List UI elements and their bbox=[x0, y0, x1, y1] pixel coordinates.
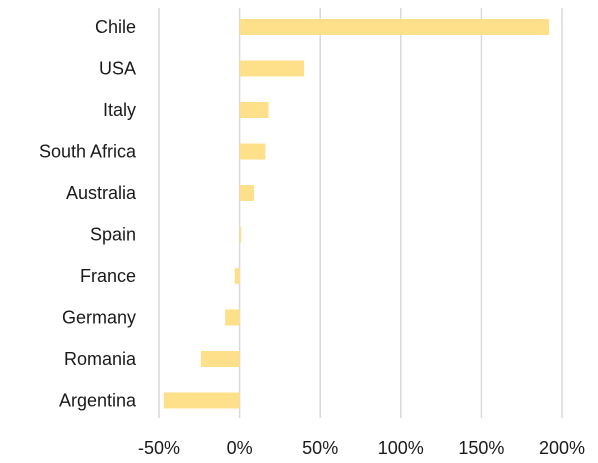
category-label-south-africa: South Africa bbox=[39, 142, 137, 162]
bar-south-africa bbox=[239, 143, 266, 160]
category-label-romania: Romania bbox=[64, 349, 137, 369]
bar-spain bbox=[239, 226, 242, 243]
bar-australia bbox=[239, 185, 255, 201]
bar-france bbox=[234, 268, 240, 284]
x-tick-label-5: 200% bbox=[539, 438, 585, 458]
bar-usa bbox=[239, 60, 305, 77]
category-label-spain: Spain bbox=[90, 225, 136, 245]
category-label-germany: Germany bbox=[62, 308, 136, 328]
category-label-argentina: Argentina bbox=[59, 391, 137, 411]
category-label-australia: Australia bbox=[66, 183, 137, 203]
x-tick-label-2: 50% bbox=[302, 438, 338, 458]
bar-chile bbox=[239, 19, 550, 35]
category-label-france: France bbox=[80, 266, 136, 286]
bar-germany bbox=[225, 309, 240, 326]
bar-argentina bbox=[163, 392, 240, 409]
x-tick-label-1: 0% bbox=[227, 438, 253, 458]
x-tick-label-3: 100% bbox=[378, 438, 424, 458]
x-tick-label-4: 150% bbox=[458, 438, 504, 458]
bars bbox=[163, 19, 550, 409]
category-label-italy: Italy bbox=[103, 100, 136, 120]
x-axis-tick-labels: -50% 0% 50% 100% 150% 200% bbox=[138, 438, 585, 458]
category-label-usa: USA bbox=[99, 59, 136, 79]
category-label-chile: Chile bbox=[95, 17, 136, 37]
bar-italy bbox=[239, 102, 269, 118]
x-tick-label-0: -50% bbox=[138, 438, 180, 458]
bar-romania bbox=[200, 351, 240, 367]
